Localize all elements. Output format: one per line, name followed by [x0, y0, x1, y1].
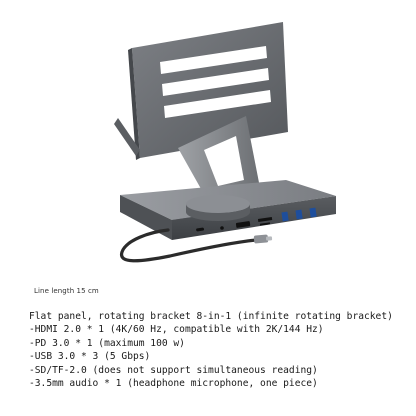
hdmi-port — [235, 221, 251, 228]
usb-a-port — [295, 209, 303, 220]
audio-port — [220, 226, 224, 230]
tablet-backplate — [114, 22, 288, 160]
dock-base — [120, 180, 336, 240]
card-slot — [257, 217, 273, 222]
usb-c-cable — [120, 228, 273, 263]
spec-line-pd: -PD 3.0 * 1 (maximum 100 w) — [29, 337, 185, 349]
product-illustration — [114, 22, 336, 263]
spec-line-audio: -3.5mm audio * 1 (headphone microphone, … — [29, 378, 318, 390]
usb-a-port — [281, 211, 289, 222]
spec-list: Flat panel, rotating bracket 8-in-1 (inf… — [29, 310, 409, 390]
card-slot — [259, 222, 271, 226]
usb-c-port — [196, 227, 205, 232]
ports — [196, 207, 317, 232]
spec-line-hdmi: -HDMI 2.0 * 1 (4K/60 Hz, compatible with… — [29, 324, 324, 336]
cable-length-caption: Line length 15 cm — [34, 287, 99, 295]
spec-line-sd: -SD/TF-2.0 (does not support simultaneou… — [29, 364, 318, 376]
spec-line-usb: -USB 3.0 * 3 (5 Gbps) — [29, 351, 151, 363]
spec-title: Flat panel, rotating bracket 8-in-1 (inf… — [29, 311, 393, 322]
usb-a-port — [309, 207, 317, 218]
